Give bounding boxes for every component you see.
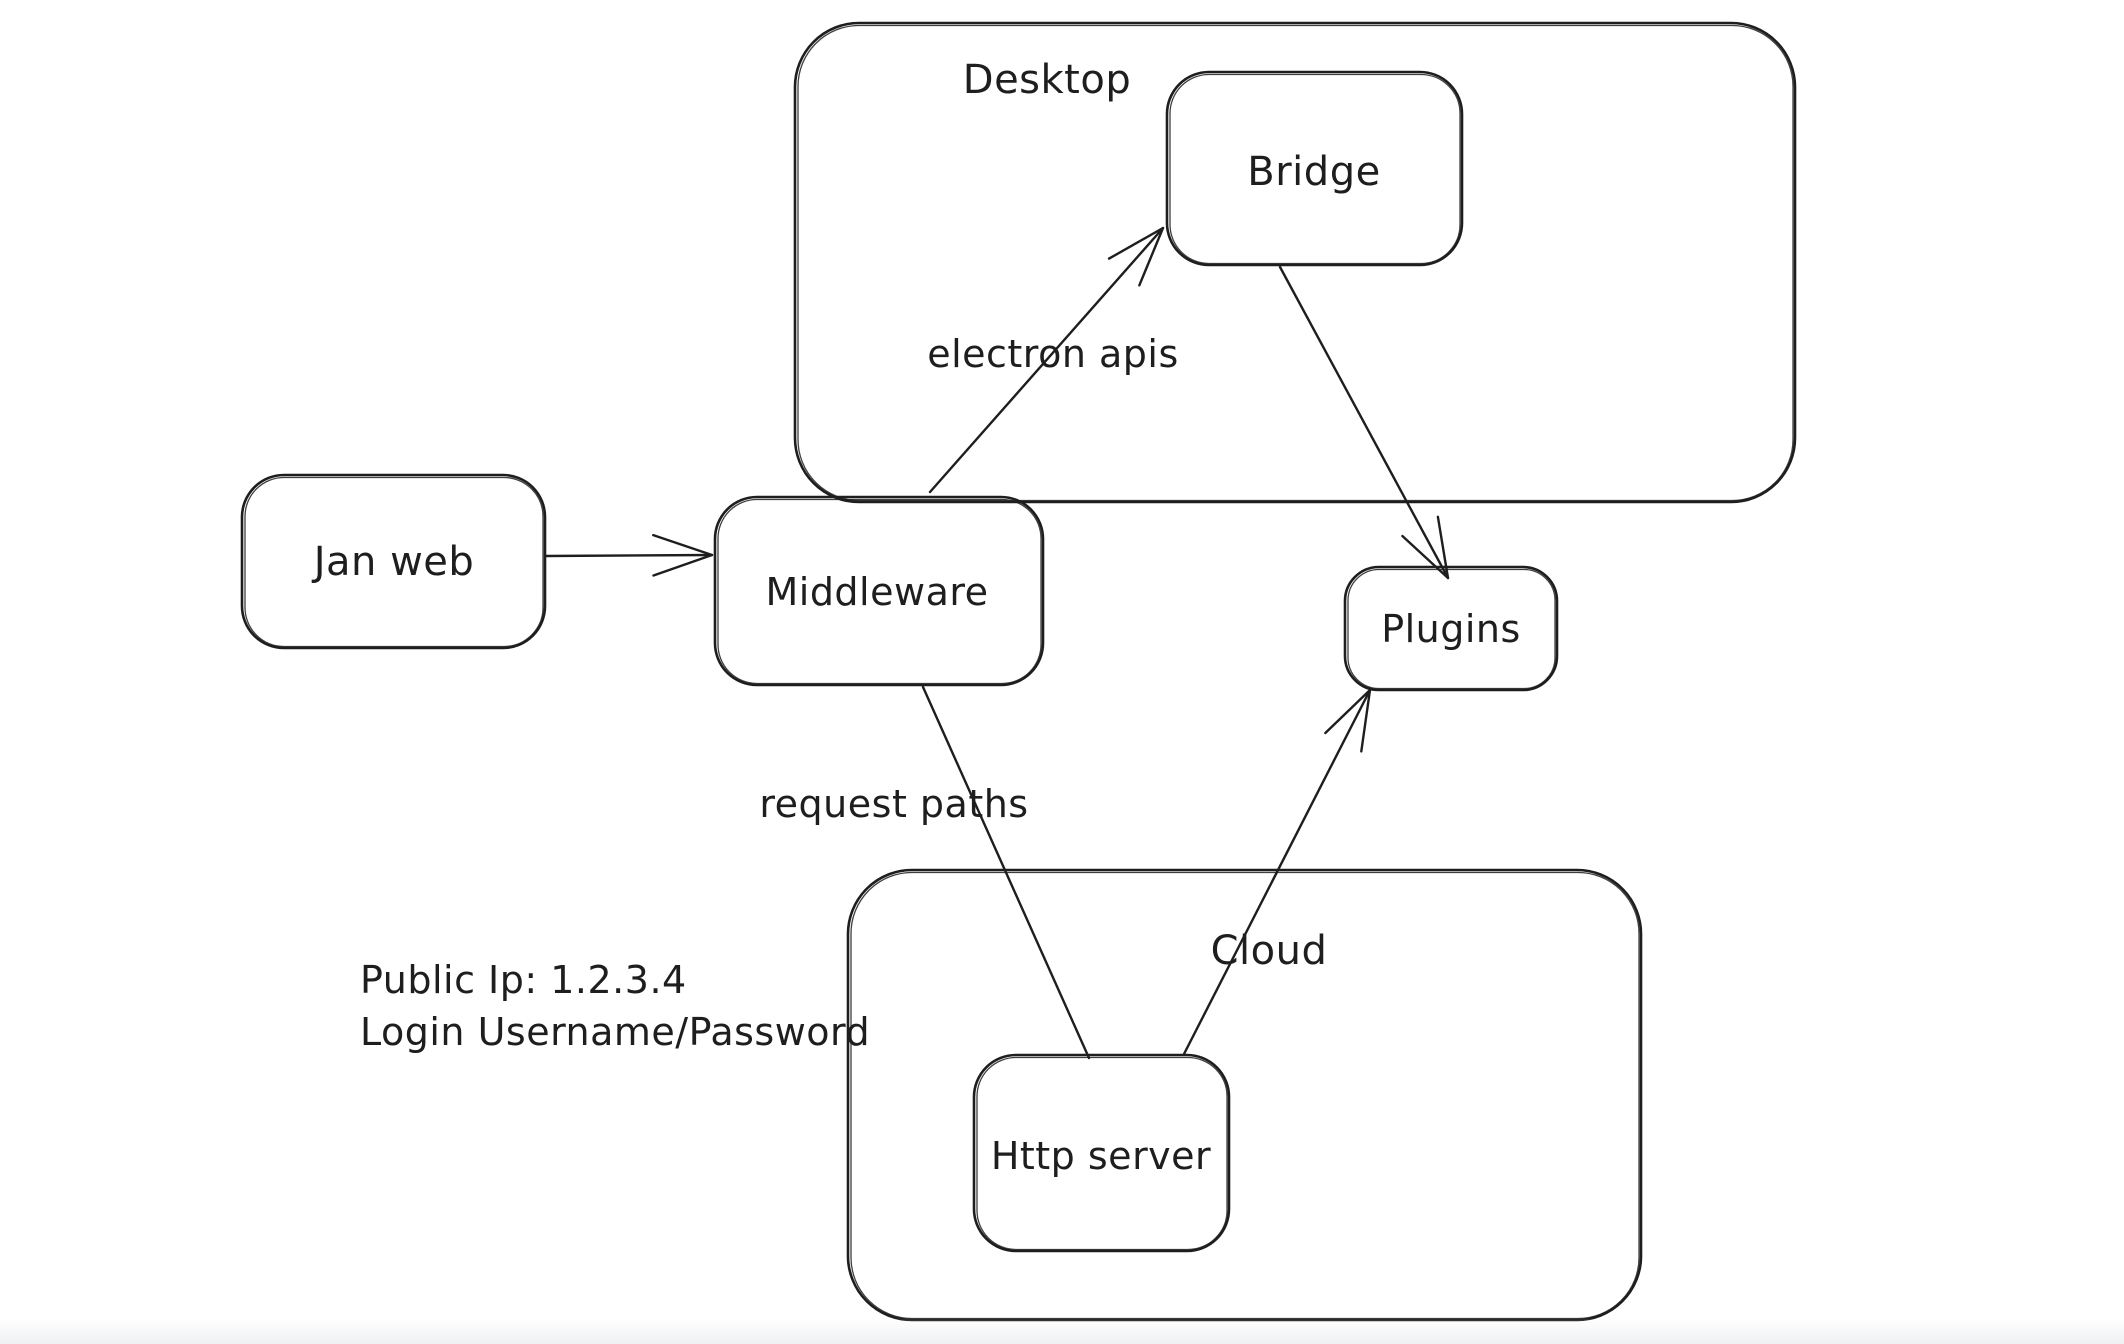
box-outline xyxy=(713,495,1045,687)
http-server-label[interactable]: Http server xyxy=(991,1134,1211,1178)
box-outline xyxy=(1165,70,1464,267)
electron-apis-label[interactable]: electron apis xyxy=(927,332,1179,376)
jan-web-box[interactable] xyxy=(240,473,547,650)
public-ip-annotation[interactable]: Public Ip: 1.2.3.4 xyxy=(360,958,687,1002)
arrow-middleware-to-bridge[interactable] xyxy=(928,226,1165,494)
arrow-shaft xyxy=(543,553,714,558)
box-outline-sketch xyxy=(717,498,1042,685)
cloud-label[interactable]: Cloud xyxy=(1211,928,1328,974)
box-outline-sketch xyxy=(244,476,544,648)
box-outline xyxy=(1343,565,1559,692)
desktop-box[interactable] xyxy=(793,21,1797,504)
arrowhead xyxy=(1401,515,1450,580)
box-outline-sketch xyxy=(1169,73,1461,265)
login-credentials-annotation[interactable]: Login Username/Password xyxy=(360,1010,870,1054)
box-outline-sketch xyxy=(976,1056,1228,1251)
box-outline-sketch xyxy=(797,24,1794,502)
arrow-bridge-to-plugins[interactable] xyxy=(1278,265,1450,580)
request-paths-label[interactable]: request paths xyxy=(759,782,1028,826)
plugins-label[interactable]: Plugins xyxy=(1381,607,1521,651)
middleware-label[interactable]: Middleware xyxy=(765,570,988,614)
arrow-shaft xyxy=(1278,265,1450,580)
arrowhead xyxy=(652,533,714,577)
bridge-label[interactable]: Bridge xyxy=(1247,149,1380,195)
jan-web-label[interactable]: Jan web xyxy=(311,539,475,585)
box-outline-sketch xyxy=(1347,568,1556,690)
box-outline xyxy=(240,473,547,650)
bridge-box[interactable] xyxy=(1165,70,1464,267)
http-server-box[interactable] xyxy=(972,1053,1231,1253)
arrow-shaft xyxy=(928,226,1165,494)
box-outline xyxy=(793,21,1797,504)
plugins-box[interactable] xyxy=(1343,565,1559,692)
middleware-box[interactable] xyxy=(713,495,1045,687)
arrowhead xyxy=(1107,226,1165,287)
arrow-janweb-to-middleware[interactable] xyxy=(543,533,714,577)
desktop-label[interactable]: Desktop xyxy=(963,57,1131,103)
box-outline xyxy=(972,1053,1231,1253)
arrowhead xyxy=(1324,688,1372,753)
